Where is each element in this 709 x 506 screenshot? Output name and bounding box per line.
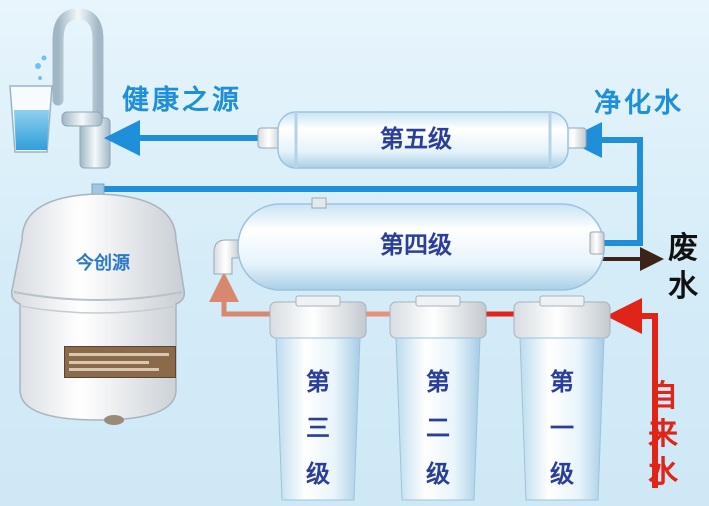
stage5-label: 第五级 xyxy=(380,124,452,153)
water-glass-icon xyxy=(9,85,53,153)
waste-water-char: 废 xyxy=(668,231,698,266)
stage1-char: 一 xyxy=(550,413,574,442)
stage1-char: 级 xyxy=(550,459,574,488)
stage2-char: 二 xyxy=(426,413,450,442)
tank-brand-label: 今创源 xyxy=(76,253,130,274)
waste-water-char: 水 xyxy=(668,269,698,304)
stage4-label: 第四级 xyxy=(380,230,452,259)
tank-label-line xyxy=(69,361,149,364)
purified-water-label: 净化水 xyxy=(594,88,684,119)
faucet-icon xyxy=(35,8,111,169)
tap-water-arrow xyxy=(606,298,658,488)
stage3-char: 三 xyxy=(306,413,330,442)
stage3-to-stage4-link xyxy=(209,272,280,317)
healthy-source-label: 健康之源 xyxy=(122,85,242,116)
stage2-char: 第 xyxy=(426,367,450,396)
stage3-label: 第 三 级 xyxy=(303,370,333,506)
tank-label-line xyxy=(69,368,159,371)
tank-label-line xyxy=(69,353,169,356)
tap-water-label: 自 来 水 xyxy=(648,382,678,506)
stage2-label: 第 二 级 xyxy=(423,370,453,506)
waste-water-label: 废 水 xyxy=(668,234,698,324)
stage3-char: 第 xyxy=(306,367,330,396)
stage1-housing xyxy=(513,295,611,501)
stage1-char: 第 xyxy=(550,367,574,396)
stage5-filter xyxy=(257,111,587,169)
stage2-char: 级 xyxy=(426,459,450,488)
storage-tank-icon xyxy=(10,183,186,425)
stage1-label: 第 一 级 xyxy=(547,370,577,506)
stage4-membrane xyxy=(213,197,605,291)
tank-label-plate xyxy=(64,346,176,378)
stage3-char: 级 xyxy=(306,459,330,488)
tap-water-char: 水 xyxy=(648,455,678,490)
stage4-to-stage5-line xyxy=(566,122,643,246)
stage2-housing xyxy=(389,295,487,501)
tap-water-char: 来 xyxy=(648,417,678,452)
tap-water-char: 自 xyxy=(648,379,678,414)
stage3-housing xyxy=(269,295,367,501)
